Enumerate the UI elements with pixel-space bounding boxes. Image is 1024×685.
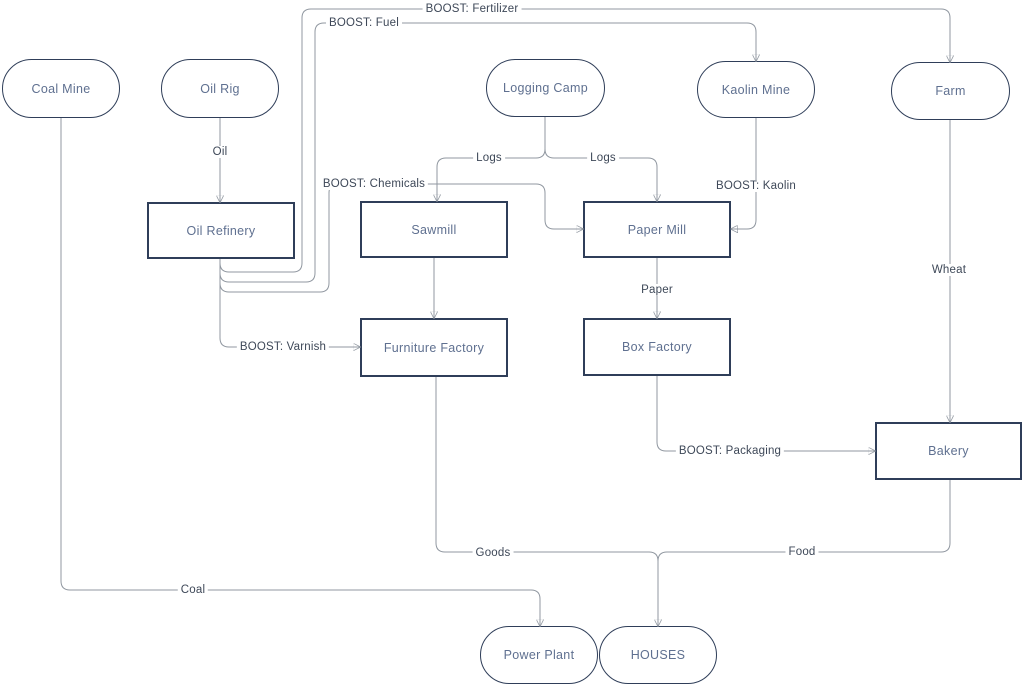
- edge-label-boost-fuel: BOOST: Fuel: [326, 17, 402, 29]
- node-label: Kaolin Mine: [721, 82, 791, 97]
- node-paper-mill: Paper Mill: [583, 201, 731, 258]
- node-label: Box Factory: [622, 340, 692, 354]
- node-label: HOUSES: [630, 648, 686, 662]
- node-oil-refinery: Oil Refinery: [147, 202, 295, 259]
- node-label: Bakery: [928, 444, 969, 458]
- edge-label-boost-fertilizer: BOOST: Fertilizer: [422, 3, 522, 15]
- edge-label-coal: Coal: [177, 584, 209, 596]
- node-label: Logging Camp: [503, 81, 588, 95]
- node-label: Power Plant: [503, 648, 575, 662]
- node-furniture-factory: Furniture Factory: [360, 318, 508, 377]
- edge-label-logs-paper-mill: Logs: [587, 152, 619, 164]
- node-power-plant: Power Plant: [480, 626, 598, 684]
- edge-label-boost-varnish: BOOST: Varnish: [236, 341, 330, 353]
- edge-label-wheat: Wheat: [928, 264, 970, 276]
- node-label: Paper Mill: [627, 222, 687, 237]
- node-label: Sawmill: [411, 222, 457, 237]
- edge-goods: [435, 377, 658, 626]
- node-kaolin-mine: Kaolin Mine: [697, 61, 815, 118]
- edge-label-boost-chemicals: BOOST: Chemicals: [319, 178, 429, 190]
- edge-boost-kaolin: [731, 118, 757, 229]
- edge-label-paper: Paper: [638, 284, 676, 296]
- edge-boost-packaging: [656, 376, 875, 451]
- edge-label-goods: Goods: [472, 547, 514, 559]
- node-sawmill: Sawmill: [360, 201, 508, 258]
- node-houses: HOUSES: [599, 626, 717, 684]
- node-bakery: Bakery: [875, 422, 1022, 480]
- edge-boost-varnish: [219, 259, 360, 347]
- node-label: Coal Mine: [31, 81, 91, 96]
- edge-label-oil: Oil: [209, 146, 231, 158]
- node-label: Furniture Factory: [383, 340, 485, 355]
- node-coal-mine: Coal Mine: [2, 59, 120, 118]
- edge-label-boost-packaging: BOOST: Packaging: [675, 445, 785, 457]
- edge-label-logs-sawmill: Logs: [473, 152, 505, 164]
- node-box-factory: Box Factory: [583, 318, 731, 376]
- node-farm: Farm: [891, 62, 1010, 120]
- node-label: Farm: [935, 84, 966, 98]
- edge-label-boost-kaolin: BOOST: Kaolin: [713, 180, 799, 192]
- node-oil-rig: Oil Rig: [161, 59, 279, 118]
- node-logging-camp: Logging Camp: [486, 59, 605, 117]
- node-label: Oil Rig: [200, 81, 240, 96]
- edge-label-food: Food: [785, 546, 819, 558]
- node-label: Oil Refinery: [186, 223, 256, 238]
